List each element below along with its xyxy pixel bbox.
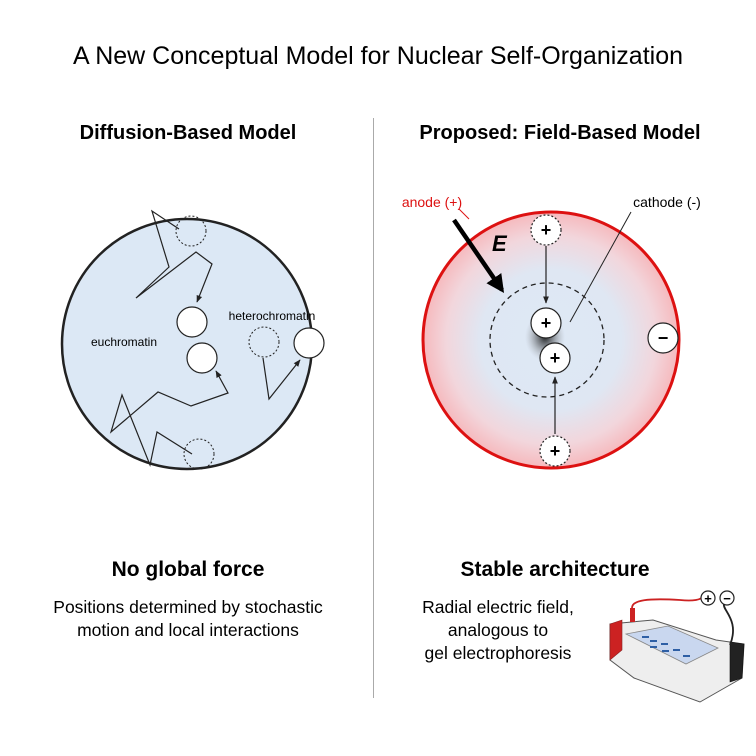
positive-terminal-icon [700, 590, 716, 606]
right-caption-line: analogous to [447, 620, 549, 640]
plus-sign-center-lower: + [550, 348, 561, 368]
left-caption-line: Positions determined by stochastic [53, 597, 323, 617]
left-caption-line: motion and local interactions [77, 620, 299, 640]
dashed-equipotential-ring [489, 282, 605, 398]
anode-leader-line [458, 208, 470, 220]
figure-title: A New Conceptual Model for Nuclear Self-… [72, 42, 684, 70]
positive-locus-top-dotted [530, 214, 562, 246]
left-panel-title: Diffusion-Based Model [79, 122, 297, 144]
right-caption-line: gel electrophoresis [424, 643, 572, 663]
panel-divider [373, 118, 374, 698]
right-caption-text: Radial electric field, analogous to gel … [388, 596, 608, 665]
negative-terminal-label: − [723, 591, 731, 606]
right-caption-heading: Stable architecture [460, 558, 650, 581]
cathode-leader-line [569, 211, 632, 323]
field-nucleus: + + + + − E anode (+) cathode (-) [402, 194, 701, 470]
trajectory-heterochromatin [262, 357, 301, 401]
trajectory-bottom [109, 370, 229, 468]
heterochromatin-label: heterochromatin [229, 309, 316, 323]
dotted-locus-heterochromatin [248, 326, 280, 358]
right-caption-line: Radial electric field, [422, 597, 574, 617]
plus-sign-center-upper: + [541, 313, 552, 333]
negative-terminal-icon [719, 590, 735, 606]
left-caption-heading: No global force [111, 558, 265, 581]
minus-sign: − [658, 328, 669, 348]
gel-electrophoresis-icon: + − [609, 590, 745, 703]
dotted-locus-bottom [183, 438, 215, 470]
plus-sign-bottom: + [550, 441, 561, 461]
euchromatin-label: euchromatin [91, 335, 157, 349]
plus-sign-top: + [541, 220, 552, 240]
dotted-locus-top [175, 215, 207, 247]
cathode-label: cathode (-) [633, 194, 701, 210]
euchromatin-locus-upper [176, 306, 208, 338]
left-caption-text: Positions determined by stochastic motio… [8, 596, 368, 642]
heterochromatin-locus [293, 327, 325, 359]
field-label: E [492, 231, 508, 256]
euchromatin-locus-lower [186, 342, 218, 374]
field-direction-arrow [452, 218, 505, 293]
positive-terminal-label: + [704, 591, 712, 606]
trajectory-top [135, 209, 213, 303]
positive-locus-center-upper [530, 307, 562, 339]
anode-label: anode (+) [402, 194, 462, 210]
right-panel-title: Proposed: Field-Based Model [419, 122, 701, 144]
positive-locus-bottom-dotted [539, 435, 571, 467]
negative-locus [647, 322, 679, 354]
diffusion-nucleus: euchromatin heterochromatin [60, 209, 325, 471]
positive-locus-center-lower [539, 342, 571, 374]
